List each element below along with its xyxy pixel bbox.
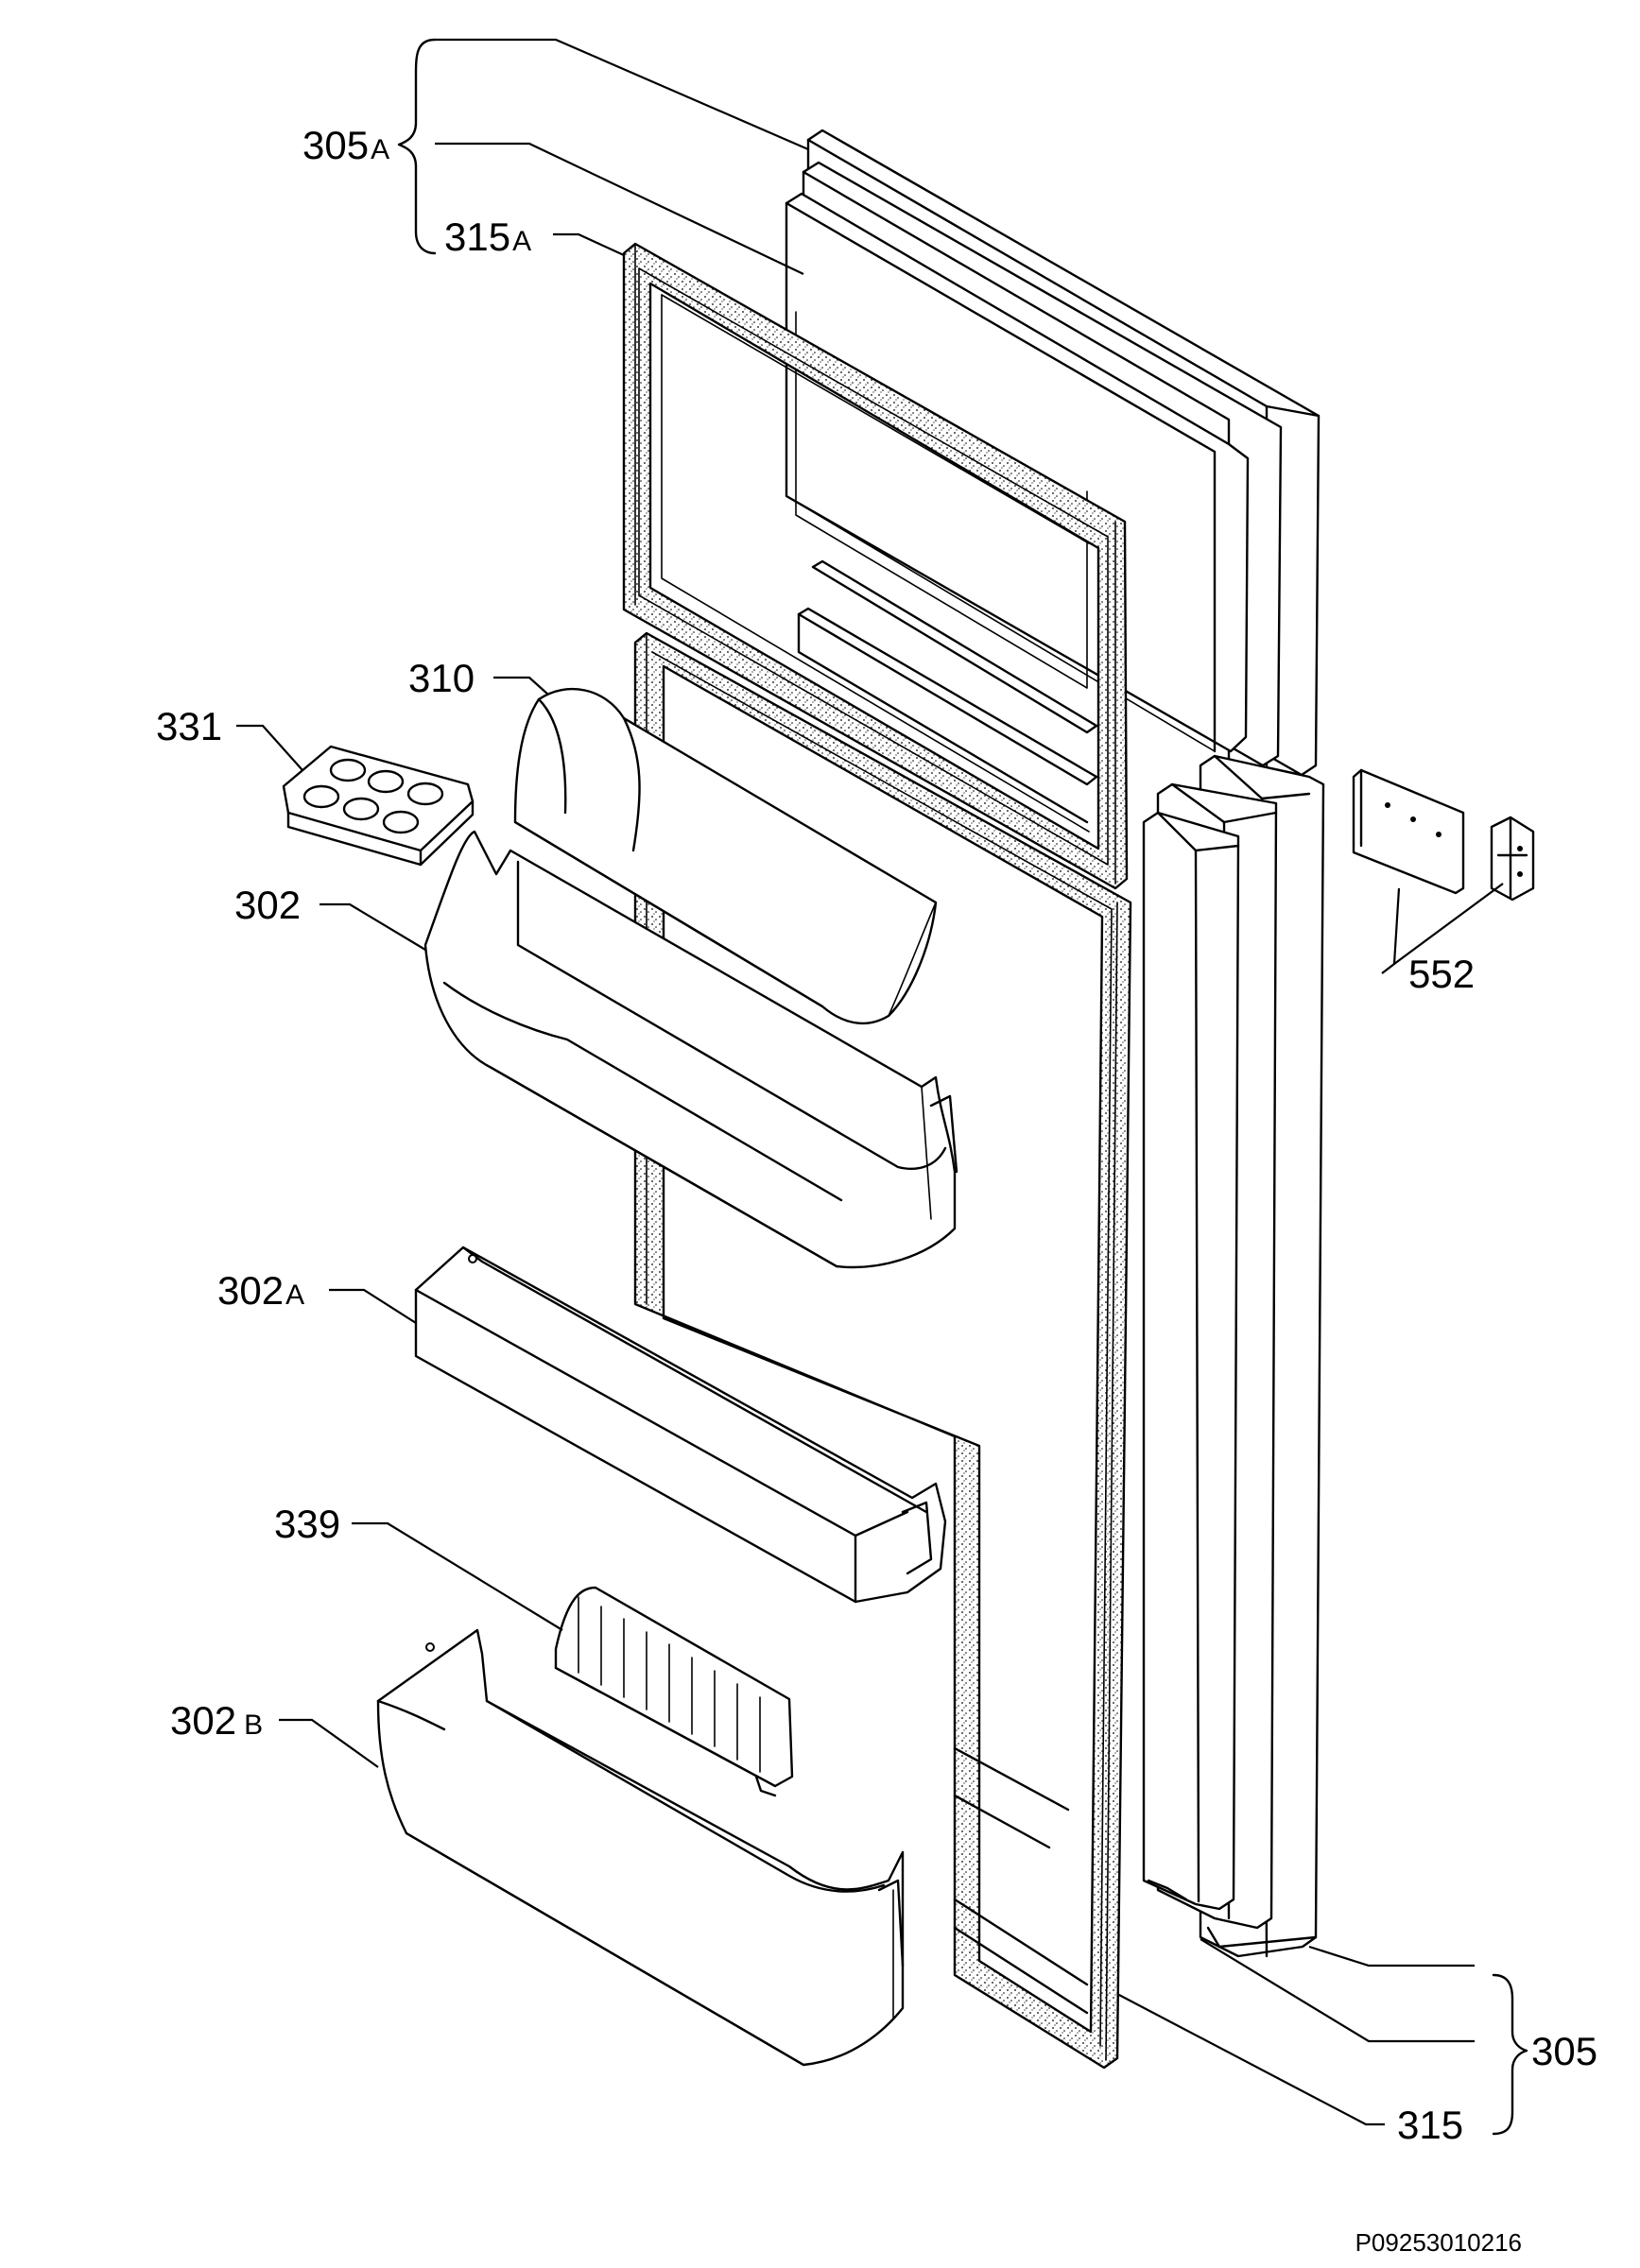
retainer-ribs <box>578 1596 761 1773</box>
drawing-code: P09253010216 <box>1355 2228 1522 2257</box>
bracket-305a <box>397 38 437 255</box>
door-shelf-302b <box>376 1628 905 2067</box>
door-shelf-302a <box>414 1246 947 1604</box>
egg-tray-331 <box>282 745 475 867</box>
label-331: 331 <box>156 704 222 748</box>
label-315: 315 <box>1397 2103 1463 2147</box>
bracket-305 <box>1492 1973 1528 2136</box>
hinge-bracket-552 <box>1490 816 1535 902</box>
bottle-retainer-339 <box>554 1586 794 1797</box>
hinge-plate-552 <box>1352 768 1465 895</box>
label-305: 305 <box>1531 2029 1597 2073</box>
freezer-door-305a <box>785 129 1321 824</box>
fridge-door-305 <box>1142 754 1325 1958</box>
fridge-gasket-315 <box>633 631 1132 2070</box>
label-339: 339 <box>274 1502 340 1546</box>
label-552: 552 <box>1408 952 1475 996</box>
label-315a: 315A <box>444 215 531 259</box>
label-302: 302 <box>234 883 301 927</box>
label-310: 310 <box>408 656 475 700</box>
door-shelf-302 <box>423 830 958 1269</box>
butter-compartment-lid-310 <box>513 687 938 1025</box>
label-305a: 305A <box>302 123 389 167</box>
label-302a: 302A <box>217 1268 304 1313</box>
leader-lines <box>236 38 1528 2136</box>
egg-cups <box>302 758 444 834</box>
freezer-gasket-315a <box>622 242 1129 890</box>
